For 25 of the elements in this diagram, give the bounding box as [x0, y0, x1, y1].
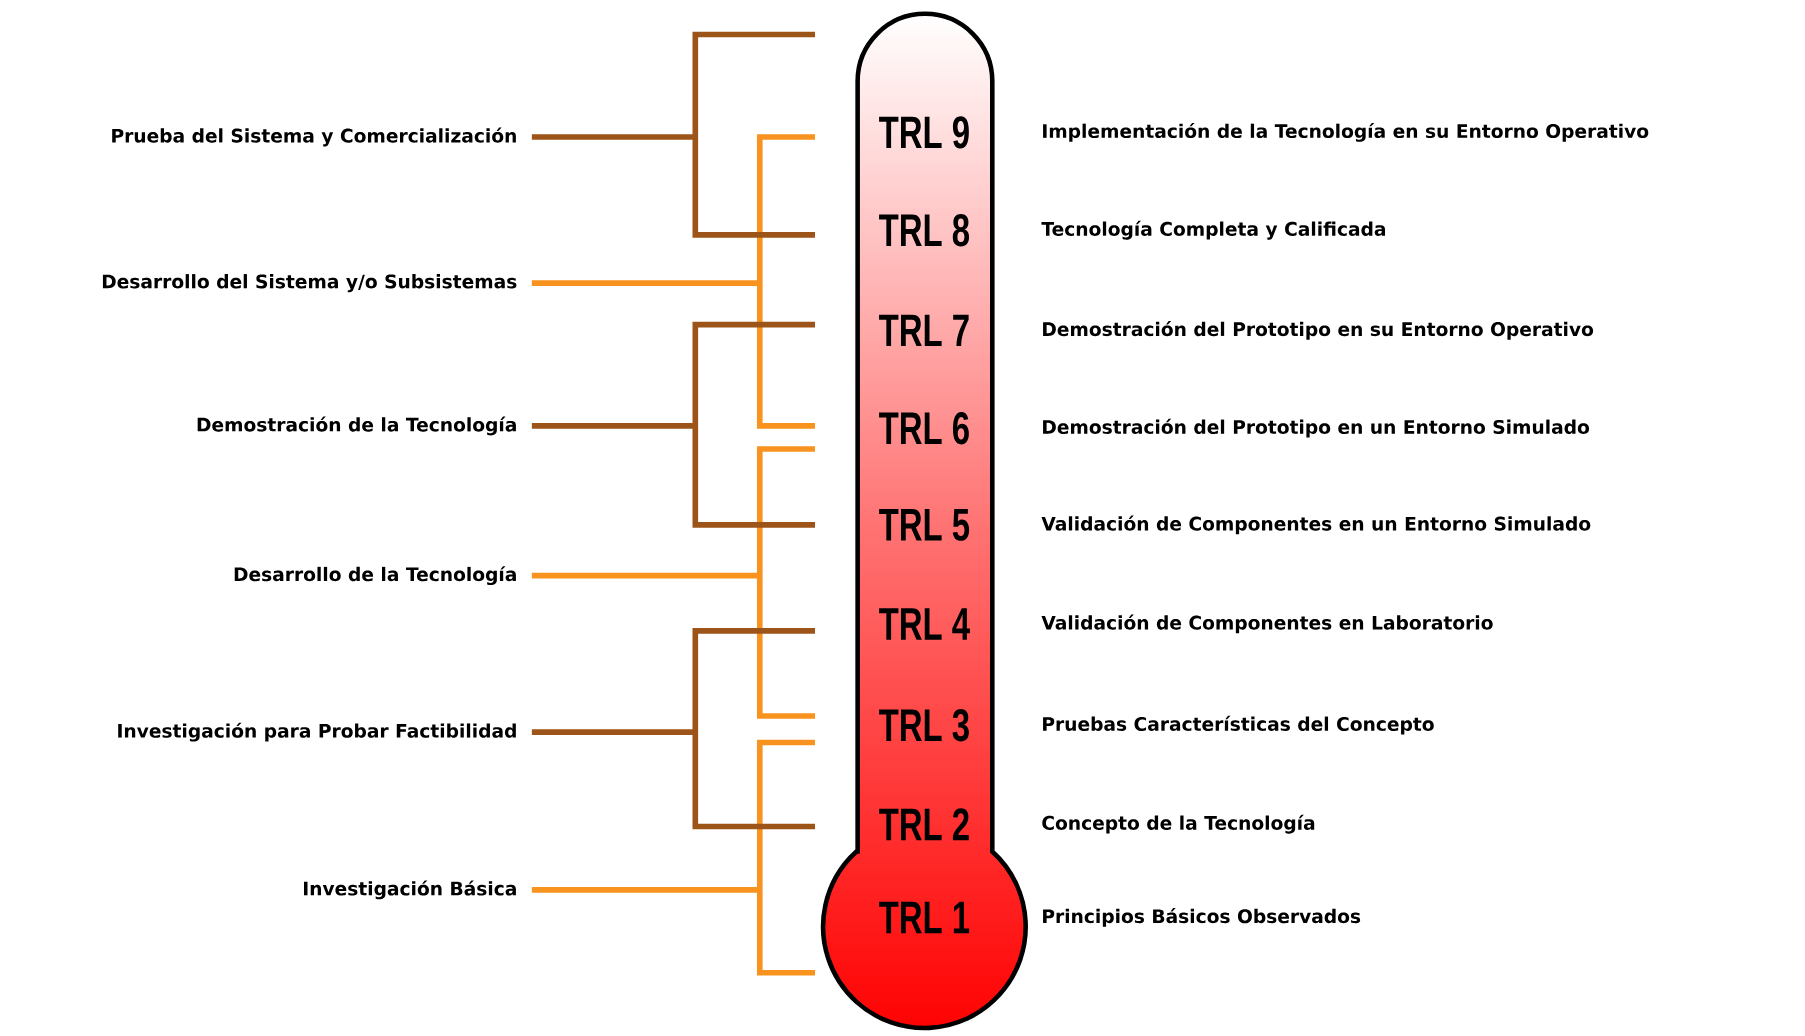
phase-label: Demostración de la Tecnología — [197, 416, 516, 436]
level-label: TRL 4 — [879, 608, 970, 640]
phase-label: Investigación Básica — [303, 880, 516, 900]
level-label: TRL 8 — [879, 214, 970, 247]
thermometer-drawing — [820, 11, 1028, 1031]
level-description: Validación de Componentes en un Entorno Simulado — [1041, 515, 1591, 535]
level-label: TRL 2 — [879, 808, 969, 841]
level-label: TRL 7 — [879, 314, 969, 347]
level-description: Demostración del Prototipo en su Entorno Operativo — [1043, 321, 1594, 340]
level-label: TRL 1 — [879, 901, 970, 934]
level-description: Concepto de la Tecnología — [1042, 814, 1315, 834]
level-description: Pruebas Características del Concepto — [1043, 715, 1434, 735]
phase-label: Investigación para Probar Factibilidad — [118, 722, 516, 742]
phase-label: Desarrollo de la Tecnología — [234, 566, 516, 586]
level-label: TRL 5 — [879, 509, 970, 541]
level-label: TRL 3 — [879, 709, 969, 742]
phase-label: Desarrollo del Sistema y/o Subsistemas — [102, 274, 517, 293]
level-label: TRL 9 — [879, 116, 969, 149]
level-description: Validación de Componentes en Laboratorio — [1041, 614, 1493, 634]
level-description: Implementación de la Tecnología en su Entorno Operativo — [1043, 122, 1649, 142]
level-description: Tecnología Completa y Calificada — [1041, 220, 1386, 240]
level-description: Demostración del Prototipo en un Entorno Simulado — [1043, 418, 1590, 438]
phase-label: Prueba del Sistema y Comercialización — [112, 127, 516, 147]
level-label: TRL 6 — [879, 412, 969, 445]
level-description: Principios Básicos Observados — [1043, 908, 1361, 927]
